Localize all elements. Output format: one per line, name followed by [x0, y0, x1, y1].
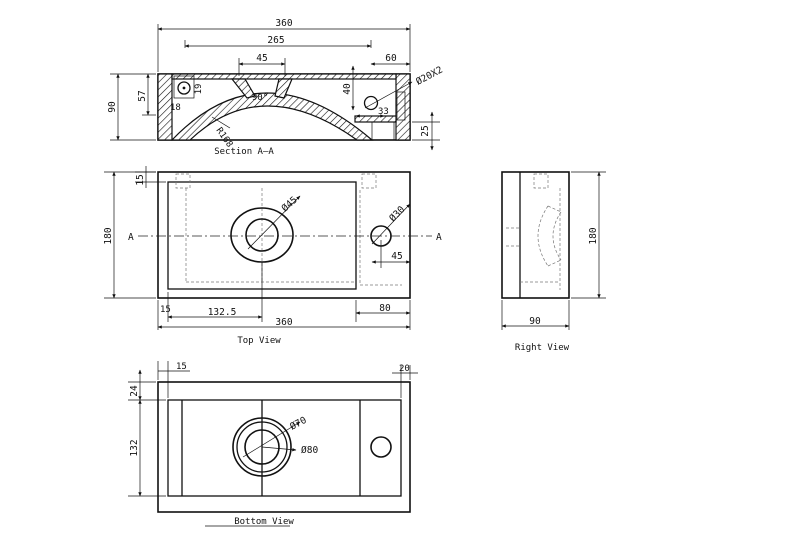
dim-20-bottom: 20: [399, 364, 410, 374]
dim-57: 57: [137, 90, 148, 101]
section-left-wall: [157, 73, 173, 141]
section-left-hole: [177, 81, 191, 95]
dim-20x2: Ø20X2: [414, 65, 444, 88]
dim-18: 18: [170, 103, 181, 113]
right-outline: [501, 171, 570, 299]
dim-d30: Ø30: [387, 204, 407, 224]
dim-80: 80: [379, 303, 391, 314]
bottom-view: Ø70 Ø80 15 20 24 132 Bottom View: [128, 361, 418, 527]
section-label-right: A: [436, 232, 442, 243]
section-left-pocket: [173, 75, 195, 99]
bottom-outline: [157, 381, 411, 513]
dim-180-right: 180: [588, 227, 599, 244]
dim-angle: 90°: [252, 93, 268, 103]
dim-33: 33: [378, 107, 389, 117]
top-drain-inner: [245, 218, 279, 252]
bottom-drain-outer: [232, 417, 292, 477]
section-right-wall: [395, 73, 411, 141]
section-label-left: A: [128, 232, 134, 243]
dim-d80: Ø80: [301, 445, 318, 456]
bottom-drain-inner: [244, 429, 280, 465]
dim-15-top-bottom: 15: [160, 305, 171, 315]
right-view: 180 90 Right View: [501, 171, 606, 353]
section-view: 360 265 60 45 90 57 19 18 40 90° R168: [107, 18, 445, 157]
dim-360-top: 360: [275, 18, 292, 29]
dim-d45: Ø45: [280, 195, 300, 215]
top-view: Ø45 Ø30 A A 45 15 180 15 132.5 80 3: [103, 166, 442, 346]
section-tap-hole: [363, 95, 379, 111]
top-outline: [157, 171, 411, 299]
top-view-title: Top View: [237, 336, 281, 346]
section-bowl-arch: [170, 92, 374, 141]
dim-45-section: 45: [256, 53, 267, 64]
bottom-drain-ring: [236, 421, 288, 473]
dim-25: 25: [420, 125, 431, 136]
dim-132-5: 132.5: [208, 307, 237, 318]
dim-60: 60: [385, 53, 397, 64]
dim-d70: Ø70: [288, 415, 309, 433]
dim-360-top-view: 360: [275, 317, 292, 328]
bottom-inner-outline: [167, 399, 402, 497]
section-title: Section A–A: [214, 147, 274, 157]
bottom-view-title: Bottom View: [234, 517, 294, 527]
dim-19: 19: [194, 84, 204, 95]
section-right-inner: [396, 91, 406, 121]
right-view-title: Right View: [515, 343, 570, 353]
dim-40: 40: [342, 83, 353, 95]
dim-132-bottom: 132: [129, 439, 140, 456]
dim-90-right: 90: [529, 316, 541, 327]
section-drain-left: [230, 78, 256, 99]
dim-180-top: 180: [103, 227, 114, 244]
section-right-base: [354, 115, 397, 123]
section-tap-block: [371, 121, 395, 141]
dim-90-section: 90: [107, 101, 118, 113]
dim-r168: R168: [214, 126, 235, 150]
section-drain-right: [274, 78, 293, 99]
dim-45-top: 45: [391, 251, 402, 262]
section-top-rim: [171, 73, 397, 80]
dim-15-top-left: 15: [135, 174, 146, 185]
dim-24: 24: [129, 385, 140, 397]
dim-265: 265: [267, 35, 284, 46]
dim-15-bottom: 15: [176, 362, 187, 372]
bottom-tap-hole: [370, 436, 392, 458]
